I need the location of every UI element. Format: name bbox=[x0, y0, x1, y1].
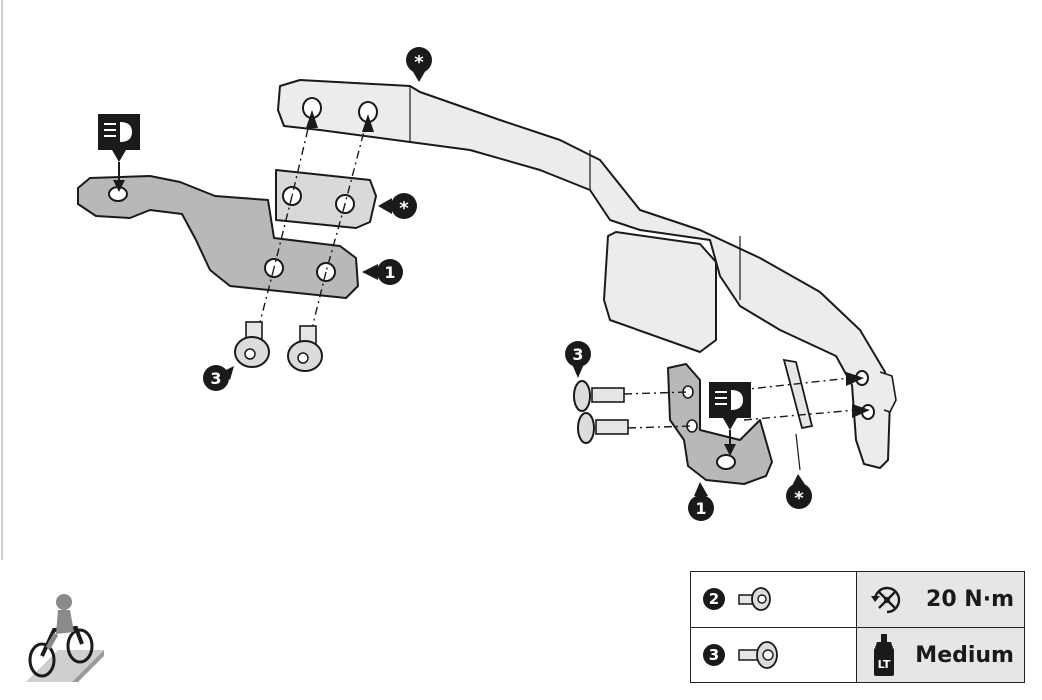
fastener-row-2: 2 bbox=[691, 572, 856, 628]
torque-value: 20 N·m bbox=[926, 587, 1014, 612]
spec-table: 2 3 20 N·m bbox=[690, 571, 1025, 683]
bolt-icon bbox=[738, 587, 771, 611]
callout-part-3-label: 3 bbox=[210, 369, 221, 388]
headlight-icon bbox=[98, 114, 140, 192]
bolt-left-2 bbox=[287, 325, 323, 372]
bolt-right-2 bbox=[577, 412, 629, 444]
bolt-icon bbox=[738, 641, 778, 669]
threadlocker-bottle-icon: LT bbox=[874, 634, 894, 676]
callout-part-1-label: 1 bbox=[384, 263, 395, 282]
rider-motorcycle-icon bbox=[26, 594, 104, 682]
headlight-icon bbox=[709, 382, 751, 456]
callout-star-label: * bbox=[414, 52, 424, 73]
fastener-row-3: 3 bbox=[691, 628, 856, 683]
item-number-badge: 3 bbox=[703, 644, 725, 666]
left-bracket bbox=[77, 175, 359, 299]
spec-values: 20 N·m LT Medium bbox=[857, 572, 1024, 682]
fastener-list: 2 3 bbox=[691, 572, 857, 682]
spacer-washer bbox=[782, 358, 814, 430]
callout-star-right: * bbox=[786, 474, 812, 509]
bolt-right-1 bbox=[573, 380, 625, 412]
torque-row: 20 N·m bbox=[857, 572, 1024, 628]
callout-star-plate: * bbox=[378, 193, 417, 219]
threadlock-row: LT Medium bbox=[857, 628, 1024, 683]
callout-part-1-right: 1 bbox=[688, 482, 714, 521]
right-bracket bbox=[667, 363, 773, 485]
callout-star-label: * bbox=[399, 198, 409, 219]
item-number-badge: 2 bbox=[703, 588, 725, 610]
callout-part-3-right: 3 bbox=[565, 341, 591, 378]
callout-star-label: * bbox=[794, 488, 804, 509]
threadlock-value: Medium bbox=[915, 643, 1014, 668]
callout-part-3-left: 3 bbox=[203, 365, 234, 391]
callout-part-1-left: 1 bbox=[362, 259, 403, 285]
callout-star-top: * bbox=[406, 47, 432, 82]
guide-lines-right bbox=[623, 377, 857, 429]
torque-wrench-icon bbox=[871, 586, 901, 614]
callout-part-3-label: 3 bbox=[572, 345, 583, 364]
bolt-left-1 bbox=[234, 321, 270, 368]
main-mounting-arm bbox=[277, 79, 897, 469]
callout-part-1-label: 1 bbox=[695, 499, 706, 518]
threadlock-badge-label: LT bbox=[878, 658, 891, 671]
